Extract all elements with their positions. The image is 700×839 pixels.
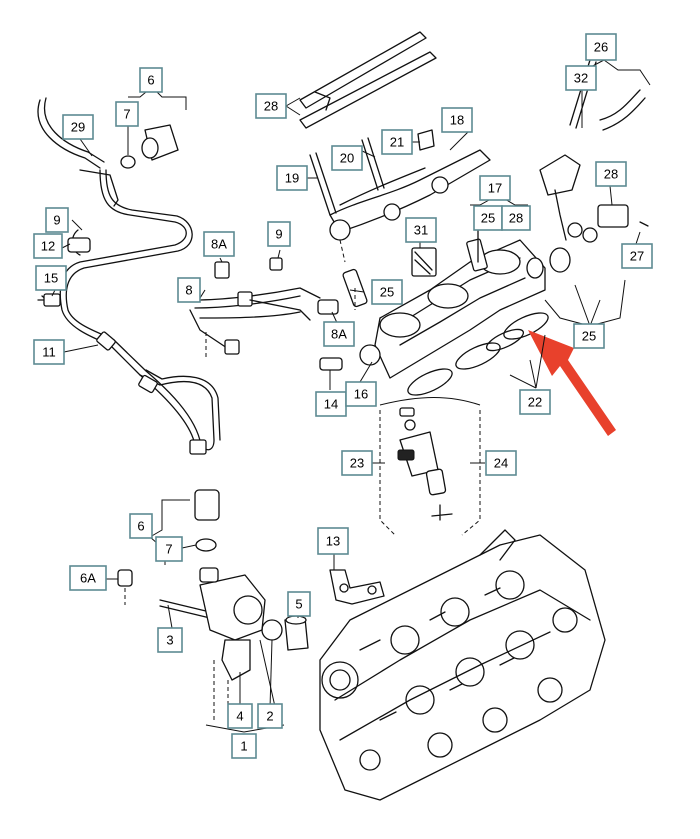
svg-text:19: 19: [285, 171, 299, 186]
label-4[interactable]: 4: [227, 703, 253, 729]
svg-text:11: 11: [42, 345, 56, 360]
svg-text:8: 8: [185, 283, 192, 298]
label-28a[interactable]: 28: [501, 205, 531, 231]
label-23[interactable]: 24: [485, 450, 517, 476]
svg-text:4: 4: [236, 709, 243, 724]
svg-text:32: 32: [574, 71, 588, 86]
fuel-injector: [379, 397, 481, 536]
cable-ties: [299, 31, 437, 129]
pressure-sensor-top: [120, 124, 179, 169]
svg-text:25: 25: [481, 211, 495, 226]
label-13[interactable]: 14: [315, 391, 347, 417]
intake-manifold: [342, 209, 546, 379]
svg-text:9: 9: [53, 213, 60, 228]
svg-text:15: 15: [44, 271, 58, 286]
label-3[interactable]: 3: [157, 627, 183, 653]
svg-text:29: 29: [71, 120, 85, 135]
intake-bracket: [309, 129, 491, 241]
label-9a[interactable]: 9: [45, 207, 69, 233]
svg-text:6A: 6A: [80, 571, 96, 586]
svg-text:5: 5: [295, 597, 302, 612]
svg-text:25: 25: [380, 285, 394, 300]
label-10[interactable]: 11: [33, 339, 65, 365]
label-32[interactable]: 32: [565, 65, 597, 91]
intake-gaskets: [407, 312, 549, 396]
label-7a[interactable]: 7: [115, 101, 139, 127]
svg-text:2: 2: [266, 709, 273, 724]
svg-text:6: 6: [147, 73, 154, 88]
svg-text:7: 7: [165, 542, 172, 557]
svg-text:28: 28: [604, 167, 618, 182]
svg-text:27: 27: [630, 249, 644, 264]
label-25b[interactable]: 25: [573, 323, 605, 349]
label-15[interactable]: 16: [345, 381, 377, 407]
label-28b[interactable]: 28: [595, 161, 627, 187]
svg-text:20: 20: [340, 151, 354, 166]
label-8A2[interactable]: 8A: [323, 321, 355, 347]
fuel-rail: [189, 257, 343, 371]
svg-text:3: 3: [166, 633, 173, 648]
svg-text:17: 17: [488, 181, 502, 196]
label-6A[interactable]: 6A: [69, 565, 107, 591]
fuel-line-assembly: [37, 97, 221, 455]
svg-text:24: 24: [494, 456, 508, 471]
svg-text:25: 25: [582, 329, 596, 344]
svg-text:14: 14: [324, 397, 338, 412]
label-5[interactable]: 5: [287, 591, 311, 617]
svg-text:31: 31: [414, 223, 428, 238]
cylinder-head: [319, 529, 606, 801]
label-22[interactable]: 23: [341, 450, 373, 476]
svg-text:13: 13: [326, 534, 340, 549]
label-6b[interactable]: 6: [129, 513, 153, 539]
label-18[interactable]: 19: [276, 165, 308, 191]
label-7b[interactable]: 7: [155, 536, 183, 562]
svg-text:1: 1: [240, 739, 247, 754]
svg-text:12: 12: [41, 239, 55, 254]
svg-text:9: 9: [275, 227, 282, 242]
svg-text:23: 23: [350, 456, 364, 471]
label-12[interactable]: 13: [317, 527, 349, 555]
svg-text:16: 16: [354, 387, 368, 402]
svg-text:7: 7: [123, 107, 130, 122]
label-24[interactable]: 25: [371, 279, 403, 305]
label-27[interactable]: 26: [585, 33, 617, 61]
label-16[interactable]: 17: [479, 175, 511, 201]
label-8[interactable]: 8: [177, 277, 201, 303]
svg-text:21: 21: [390, 135, 404, 150]
svg-text:28: 28: [264, 99, 278, 114]
label-1[interactable]: 1: [231, 733, 257, 759]
svg-text:26: 26: [594, 40, 608, 55]
svg-text:28: 28: [509, 211, 523, 226]
label-17[interactable]: 18: [441, 107, 473, 133]
label-14[interactable]: 15: [35, 265, 67, 291]
label-26[interactable]: 27: [621, 243, 653, 269]
drawing: [37, 31, 649, 801]
part-labels: 29 7 6 9 12 15 11 8A 9 8 8A 28 20 21 18 …: [33, 33, 653, 759]
label-19[interactable]: 20: [331, 145, 363, 171]
svg-text:22: 22: [528, 395, 542, 410]
label-21[interactable]: 22: [519, 389, 551, 415]
svg-text:8A: 8A: [331, 327, 347, 342]
svg-text:6: 6: [137, 519, 144, 534]
label-25a[interactable]: 25: [473, 205, 503, 231]
label-30[interactable]: 29: [62, 114, 94, 140]
label-9b[interactable]: 9: [267, 221, 291, 247]
label-6a[interactable]: 6: [139, 67, 163, 93]
tumble-flap-actuator: [526, 59, 649, 279]
high-pressure-pump: [117, 489, 309, 681]
label-20[interactable]: 21: [381, 129, 413, 155]
label-11[interactable]: 12: [33, 233, 63, 259]
bracket-12: [329, 569, 385, 605]
label-31[interactable]: 31: [405, 217, 437, 243]
svg-text:18: 18: [450, 113, 464, 128]
highlight-arrow: [528, 330, 616, 436]
svg-text:8A: 8A: [211, 237, 227, 252]
label-29[interactable]: 28: [255, 93, 287, 119]
label-2[interactable]: 2: [257, 703, 283, 729]
label-8A1[interactable]: 8A: [203, 231, 235, 257]
